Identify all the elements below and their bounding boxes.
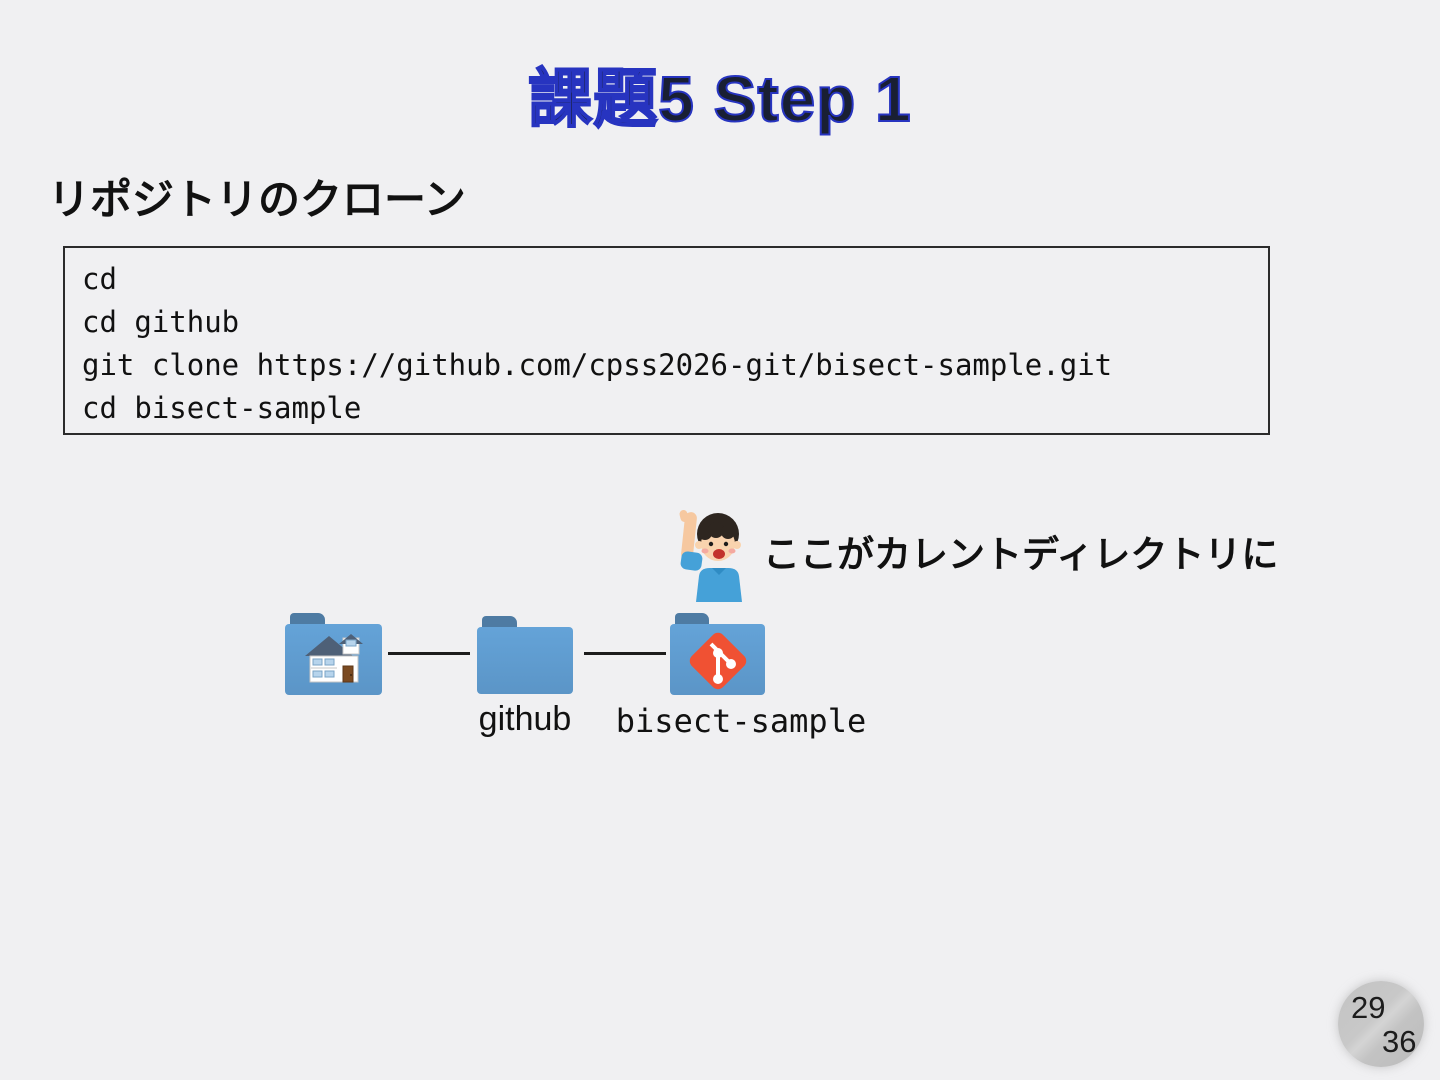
page-total: 36	[1382, 1024, 1417, 1059]
code-line: git clone https://github.com/cpss2026-gi…	[82, 348, 1113, 382]
git-logo-icon	[689, 632, 747, 690]
connector-line	[388, 652, 470, 655]
page-current: 29	[1351, 990, 1386, 1025]
folder-label-bisect-sample: bisect-sample	[615, 702, 867, 740]
page-number: 29 36	[1338, 981, 1424, 1067]
git-folder-icon	[670, 613, 765, 695]
github-folder-icon	[477, 616, 573, 694]
folder-label-github: github	[478, 700, 572, 738]
house-icon	[305, 634, 363, 683]
code-line: cd	[82, 262, 117, 296]
home-folder-icon	[285, 613, 382, 695]
connector-line	[584, 652, 666, 655]
section-heading: リポジトリのクローン	[48, 176, 466, 223]
code-box: cd cd github git clone https://github.co…	[63, 246, 1270, 435]
slide-title: 課題5 Step 1	[527, 62, 912, 136]
person-raising-hand-icon	[679, 510, 742, 602]
code-line: cd bisect-sample	[82, 391, 362, 425]
annotation-text: ここがカレントディレクトリに	[763, 534, 1279, 575]
code-line: cd github	[82, 305, 240, 339]
folder-body	[477, 627, 573, 694]
